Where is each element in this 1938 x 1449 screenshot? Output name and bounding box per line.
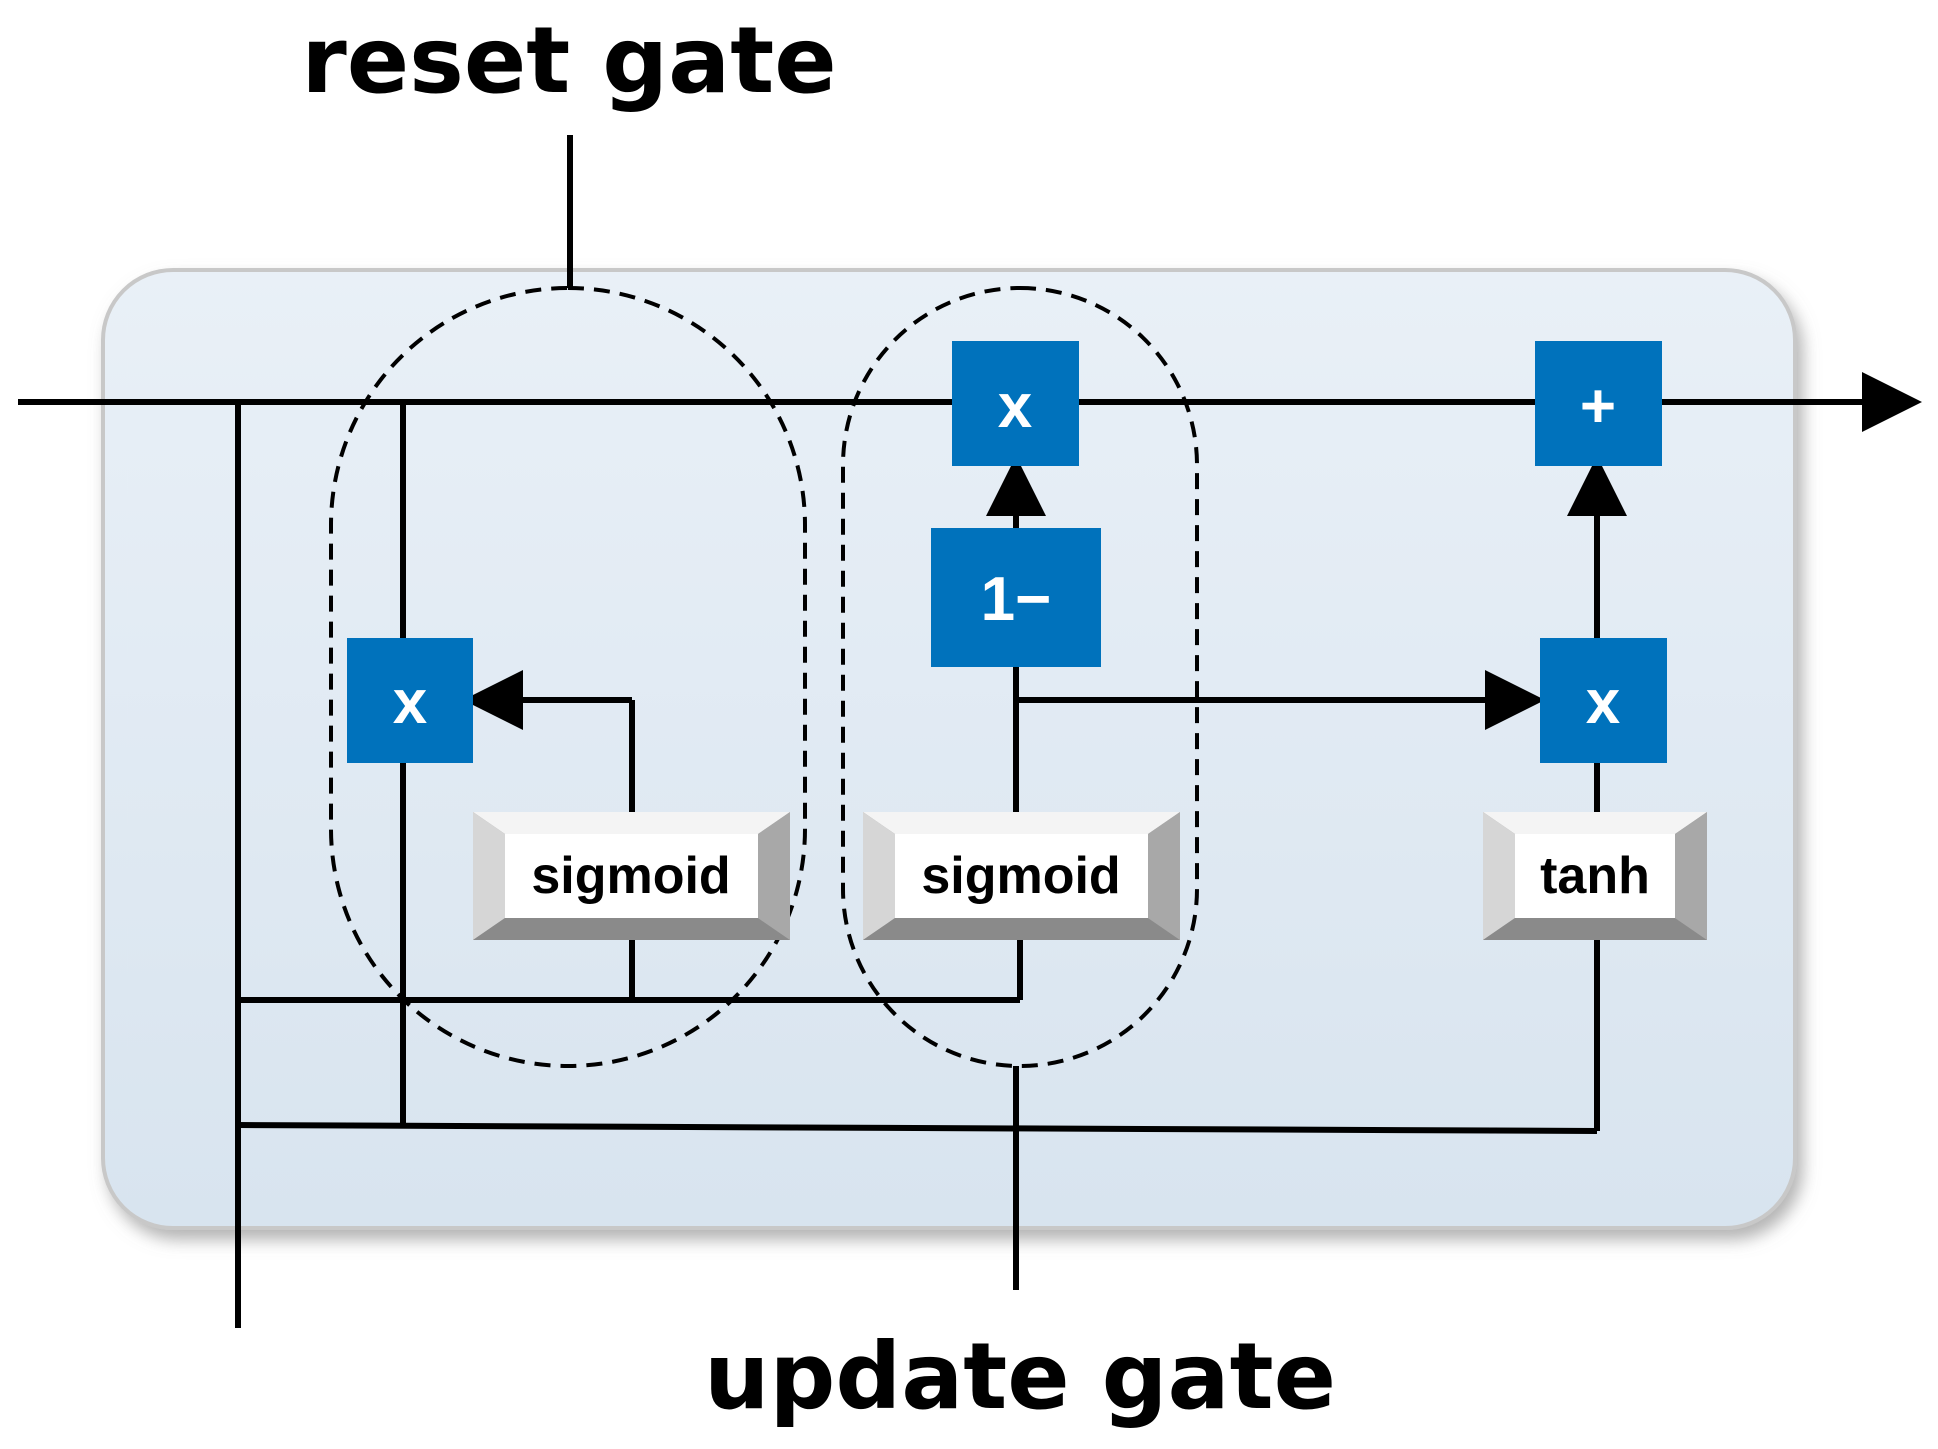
update-sigmoid-label: sigmoid — [921, 847, 1120, 905]
update-gate-title: update gate — [704, 1323, 1336, 1430]
reset-sigmoid-label: sigmoid — [531, 847, 730, 905]
update-sigmoid-box: sigmoid — [863, 812, 1180, 940]
tanh-bus — [237, 1122, 1598, 1134]
reset-sigmoid-box: sigmoid — [473, 812, 790, 940]
reset-multiply-op: x — [347, 638, 473, 763]
add-symbol: + — [1580, 372, 1616, 441]
reset-multiply-symbol: x — [393, 668, 428, 737]
reset-gate-title: reset gate — [301, 7, 836, 114]
tanh-label: tanh — [1540, 847, 1650, 905]
one-minus-op: 1− — [931, 528, 1101, 667]
update-gate-region — [841, 286, 1199, 1068]
gru-cell — [101, 268, 1797, 1230]
one-minus-symbol: 1− — [981, 565, 1052, 634]
add-op: + — [1535, 341, 1662, 466]
candidate-multiply-op: x — [1540, 638, 1667, 763]
tanh-box: tanh — [1483, 812, 1707, 940]
candidate-multiply-symbol: x — [1586, 668, 1621, 737]
update-multiply-symbol: x — [998, 372, 1033, 441]
update-multiply-op: x — [952, 341, 1079, 466]
